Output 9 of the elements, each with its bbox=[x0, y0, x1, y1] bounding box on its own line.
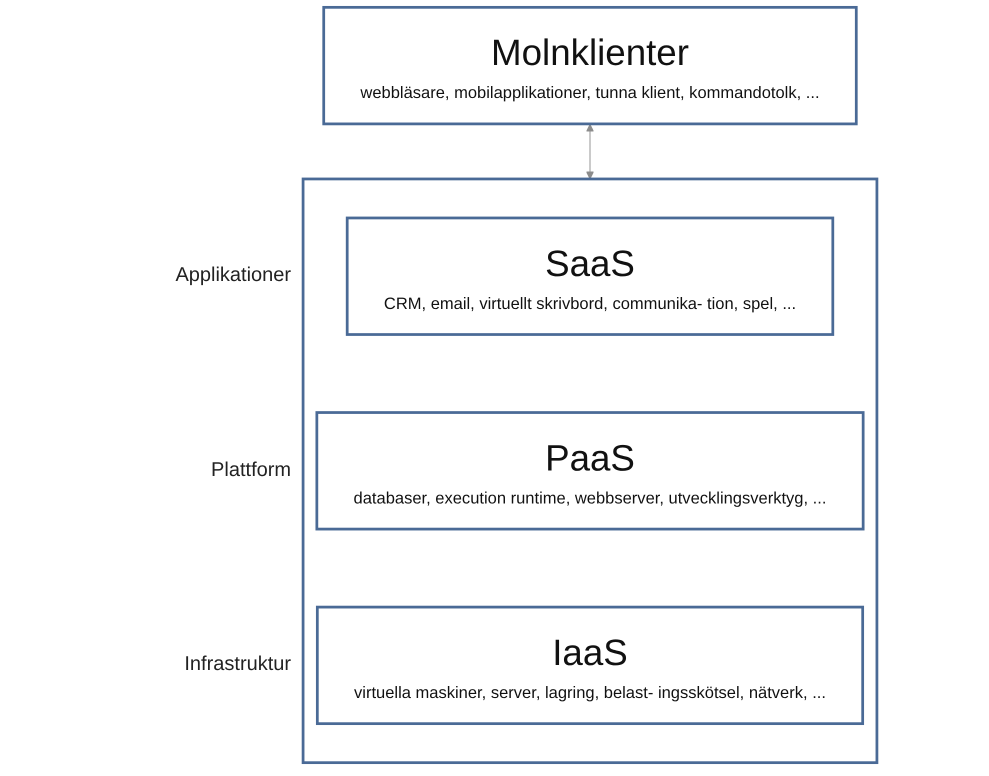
double-arrow bbox=[586, 124, 594, 180]
layer-label: Plattform bbox=[210, 458, 292, 482]
node-box: IaaS virtuella maskiner, server, lagring, belast- ingsskötsel, nätverk, ... bbox=[316, 606, 864, 726]
node-box: PaaS databaser, execution runtime, webbserver, utvecklingsverktyg, ... bbox=[315, 411, 865, 530]
cluster bbox=[302, 178, 878, 764]
layer-label: Applikationer bbox=[174, 264, 292, 288]
node-box: SaaS CRM, email, virtuellt skrivbord, communika- tion, spel, ... bbox=[346, 216, 834, 336]
layer-label: Infrastruktur bbox=[183, 653, 292, 676]
node-box: Molnklienter webbläsare, mobilapplikationer, tunna klient, kommandotolk, ... bbox=[322, 6, 858, 126]
